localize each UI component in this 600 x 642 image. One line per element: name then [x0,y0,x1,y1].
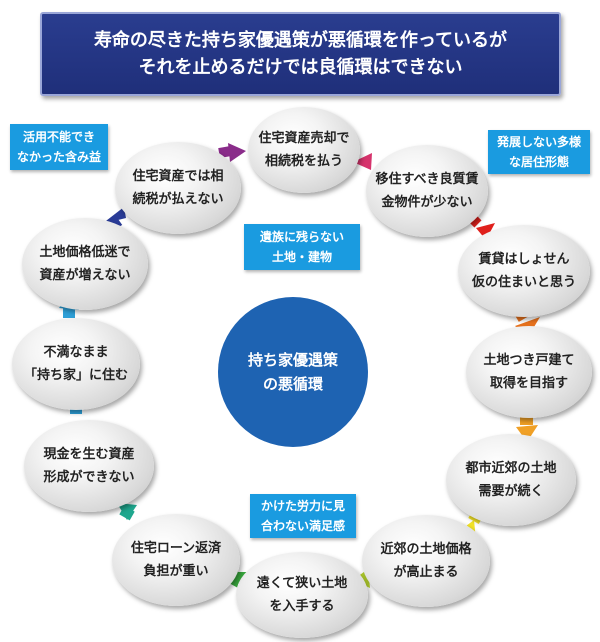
cycle-step-land-price-stays-high: 近郊の土地価格 が高止まる [362,515,490,607]
cycle-step-cannot-pay-tax: 住宅資産では相 続税が払えない [115,142,241,234]
arrow-8 [117,503,137,521]
center-circle: 持ち家優遇策 の悪循環 [218,297,368,447]
callout-effort-not-rewarded: かけた労力に見 合わない満足感 [250,494,356,538]
cycle-step-aim-detached-house: 土地つき戸建て 取得を目指す [466,326,592,418]
center-line-1: 持ち家優遇策 [247,351,338,369]
cycle-step-few-quality-rentals: 移住すべき良質賃 金物件が少ない [366,145,488,237]
cycle-step-live-dissatisfied: 不満なまま 「持ち家」に住む [12,318,140,410]
cycle-step-small-distant-land: 遠くて狭い土地 を入手する [236,552,368,638]
cycle-step-assets-not-growing: 土地価格低迷で 資産が増えない [22,218,148,310]
cycle-step-heavy-mortgage: 住宅ローン返済 負担が重い [112,514,240,606]
callout-nothing-left-for-heirs: 遺族に残らない 土地・建物 [244,224,360,270]
diagram-title: 寿命の尽きた持ち家優遇策が悪循環を作っているが それを止めるだけでは良循環はでき… [40,12,561,96]
title-line-2: それを止めるだけでは良循環はできない [138,57,463,78]
title-line-1: 寿命の尽きた持ち家優遇策が悪循環を作っているが [93,30,508,51]
cycle-step-suburban-demand: 都市近郊の土地 需要が続く [446,434,576,526]
cycle-step-no-cash-assets: 現金を生む資産 形成ができない [24,420,154,512]
cycle-step-sell-assets-for-tax: 住宅資産売却で 相続税を払う [248,107,360,193]
cycle-step-renting-temporary: 賃貸はしょせん 仮の住まいと思う [458,225,590,317]
callout-undiversified-housing: 発展しない多様 な居住形態 [488,130,590,174]
center-line-2: の悪循環 [262,375,323,393]
callout-unrealized-gains: 活用不能でき なかった含み益 [10,124,108,170]
